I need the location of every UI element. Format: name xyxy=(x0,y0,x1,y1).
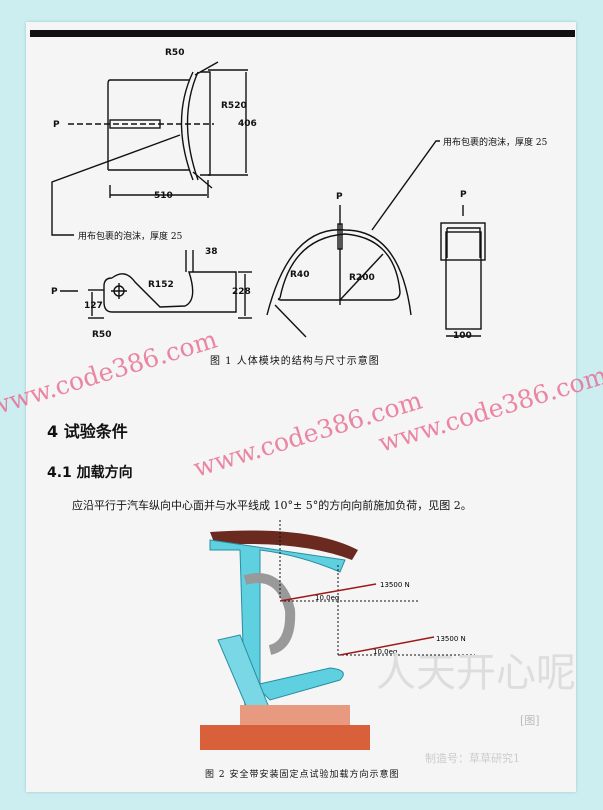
figure1-caption: 图 1 人体模块的结构与尺寸示意图 xyxy=(210,356,380,367)
bracket xyxy=(103,271,237,313)
label-r50-top: R50 xyxy=(165,48,184,58)
overlay-watermark: 人天开心呢 xyxy=(376,650,576,696)
figure2-caption: 图 2 安全带安装固定点试验加载方向示意图 xyxy=(205,770,400,780)
top-rule xyxy=(30,30,575,37)
figure1-drawing: R50 R520 406 510 P 38 R152 228 127 R50 P… xyxy=(51,48,486,341)
body-paragraph: 应沿平行于汽车纵向中心面并与水平线成 10°± 5°的方向向前施加负荷，见图 2… xyxy=(72,499,472,512)
label-r200: R200 xyxy=(349,273,375,283)
foam-note-right: 用布包裹的泡沫，厚度 25 xyxy=(443,138,548,148)
force-label-upper: 13500 N xyxy=(380,581,410,589)
subsection-heading: 4.1 加载方向 xyxy=(47,465,133,481)
force-arrow-upper xyxy=(279,583,377,602)
label-127: 127 xyxy=(84,301,103,311)
label-r40: R40 xyxy=(290,270,309,280)
force-arrow-lower xyxy=(339,636,435,656)
label-r520: R520 xyxy=(221,101,247,111)
force-label-lower: 13500 N xyxy=(436,635,466,643)
label-p1: P xyxy=(53,120,60,130)
label-510: 510 xyxy=(154,191,173,201)
label-100: 100 xyxy=(453,331,472,341)
side-profile xyxy=(440,222,486,261)
section-heading: 4 试验条件 xyxy=(47,422,128,441)
label-406: 406 xyxy=(238,119,257,129)
label-r152: R152 xyxy=(148,280,174,290)
label-r50-bottom: R50 xyxy=(92,330,111,340)
label-p2: P xyxy=(51,287,58,297)
foam-note-left: 用布包裹的泡沫，厚度 25 xyxy=(78,232,183,242)
foam-curve xyxy=(180,71,211,181)
angle-label-lower: 10.0eg xyxy=(373,648,397,656)
arch-outer xyxy=(266,229,412,316)
label-228: 228 xyxy=(232,287,251,297)
footer-watermark: 制造号：草草研究1 xyxy=(425,752,520,765)
label-p4: P xyxy=(460,190,467,200)
angle-label-upper: 10.0eg xyxy=(315,594,339,602)
figure2-drawing: 13500 N 10.0eg 13500 N 10.0eg xyxy=(200,520,475,750)
image-badge: [图] xyxy=(520,714,540,727)
document-page xyxy=(26,22,576,792)
label-38: 38 xyxy=(205,247,218,257)
block-body xyxy=(107,79,190,171)
label-p3: P xyxy=(336,192,343,202)
